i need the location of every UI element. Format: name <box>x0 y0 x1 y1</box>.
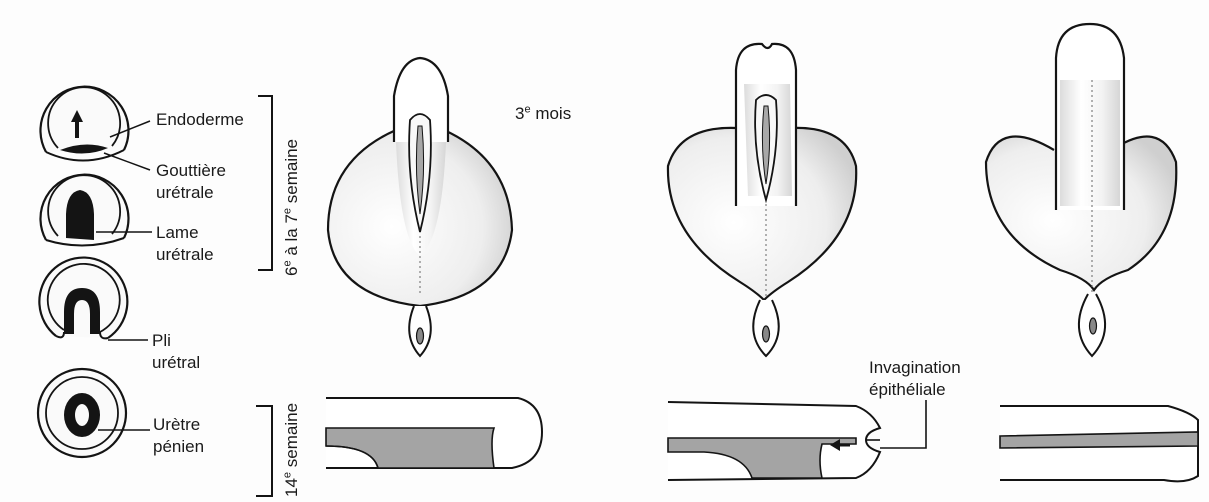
cross-section-gouttiere <box>40 175 128 246</box>
label-pli-line2: urétral <box>152 352 200 374</box>
late-a: 14 <box>282 478 301 497</box>
mois-word: mois <box>531 104 572 123</box>
label-lame-line2: urétrale <box>156 244 214 266</box>
label-invagination-epitheliale: Invagination épithéliale <box>869 357 961 401</box>
label-lame-urethrale: Lame urétrale <box>156 222 214 266</box>
label-pli-line1: Pli <box>152 330 200 352</box>
stage2-front-view <box>668 44 856 356</box>
early-a-sup: e <box>281 260 293 266</box>
early-b-sup: e <box>281 208 293 214</box>
label-3e-mois: 3e mois <box>515 103 571 125</box>
stage1-side-section <box>326 398 542 468</box>
label-endoderme: Endoderme <box>156 109 244 131</box>
stage3-side-section <box>1000 406 1198 481</box>
stage3-front-view <box>986 24 1176 356</box>
late-b: semaine <box>282 403 301 472</box>
cross-section-uretre-penien <box>38 369 126 457</box>
label-gouttiere-line2: urétrale <box>156 182 226 204</box>
stage2-side-section <box>668 402 880 480</box>
label-pli-urethral: Pli urétral <box>152 330 200 374</box>
invagination-leader <box>880 400 926 448</box>
label-invagination-line2: épithéliale <box>869 379 961 401</box>
cross-section-lame <box>39 258 127 339</box>
bracket-14-semaine <box>256 406 272 496</box>
label-uretre-penien: Urètre pénien <box>153 414 204 458</box>
label-gouttiere-line1: Gouttière <box>156 160 226 182</box>
early-a: 6 <box>282 267 301 276</box>
label-uretre-line1: Urètre <box>153 414 204 436</box>
label-6-7-semaine: 6e à la 7e semaine <box>282 139 302 276</box>
early-c: semaine <box>282 139 301 208</box>
label-uretre-line2: pénien <box>153 436 204 458</box>
late-a-sup: e <box>281 472 293 478</box>
early-b: à la 7 <box>282 214 301 260</box>
label-lame-line1: Lame <box>156 222 214 244</box>
label-invagination-line1: Invagination <box>869 357 961 379</box>
label-14-semaine: 14e semaine <box>282 403 302 497</box>
label-gouttiere-urethrale: Gouttière urétrale <box>156 160 226 204</box>
stage1-front-view <box>328 58 512 356</box>
cross-section-endoderme <box>40 87 128 161</box>
bracket-6-7-semaine <box>258 96 272 270</box>
